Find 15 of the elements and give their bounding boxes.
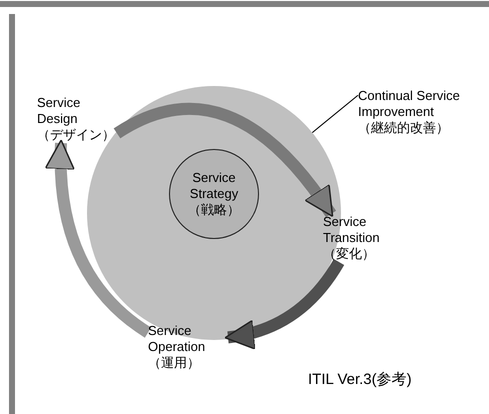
- label-text: Continual Service Improvement: [358, 88, 461, 120]
- japanese-label: （変化）: [323, 246, 376, 262]
- leader-line: [312, 94, 358, 134]
- label-text: Service Transition: [323, 214, 381, 246]
- label-text: Service Strategy: [188, 170, 240, 202]
- label-text: Service Design: [37, 95, 82, 127]
- cycle-arrow: [114, 102, 336, 218]
- japanese-label: （継続的改善）: [358, 120, 450, 136]
- note-text: ITIL Ver.3(参考): [308, 372, 412, 388]
- japanese-label: （戦略）: [188, 202, 240, 218]
- cycle-arrow: [46, 139, 152, 338]
- japanese-label: （運用）: [148, 355, 201, 371]
- label-text: Service Operation: [148, 323, 206, 355]
- japanese-label: （デザイン）: [37, 127, 116, 143]
- cycle-arrow: [224, 258, 344, 349]
